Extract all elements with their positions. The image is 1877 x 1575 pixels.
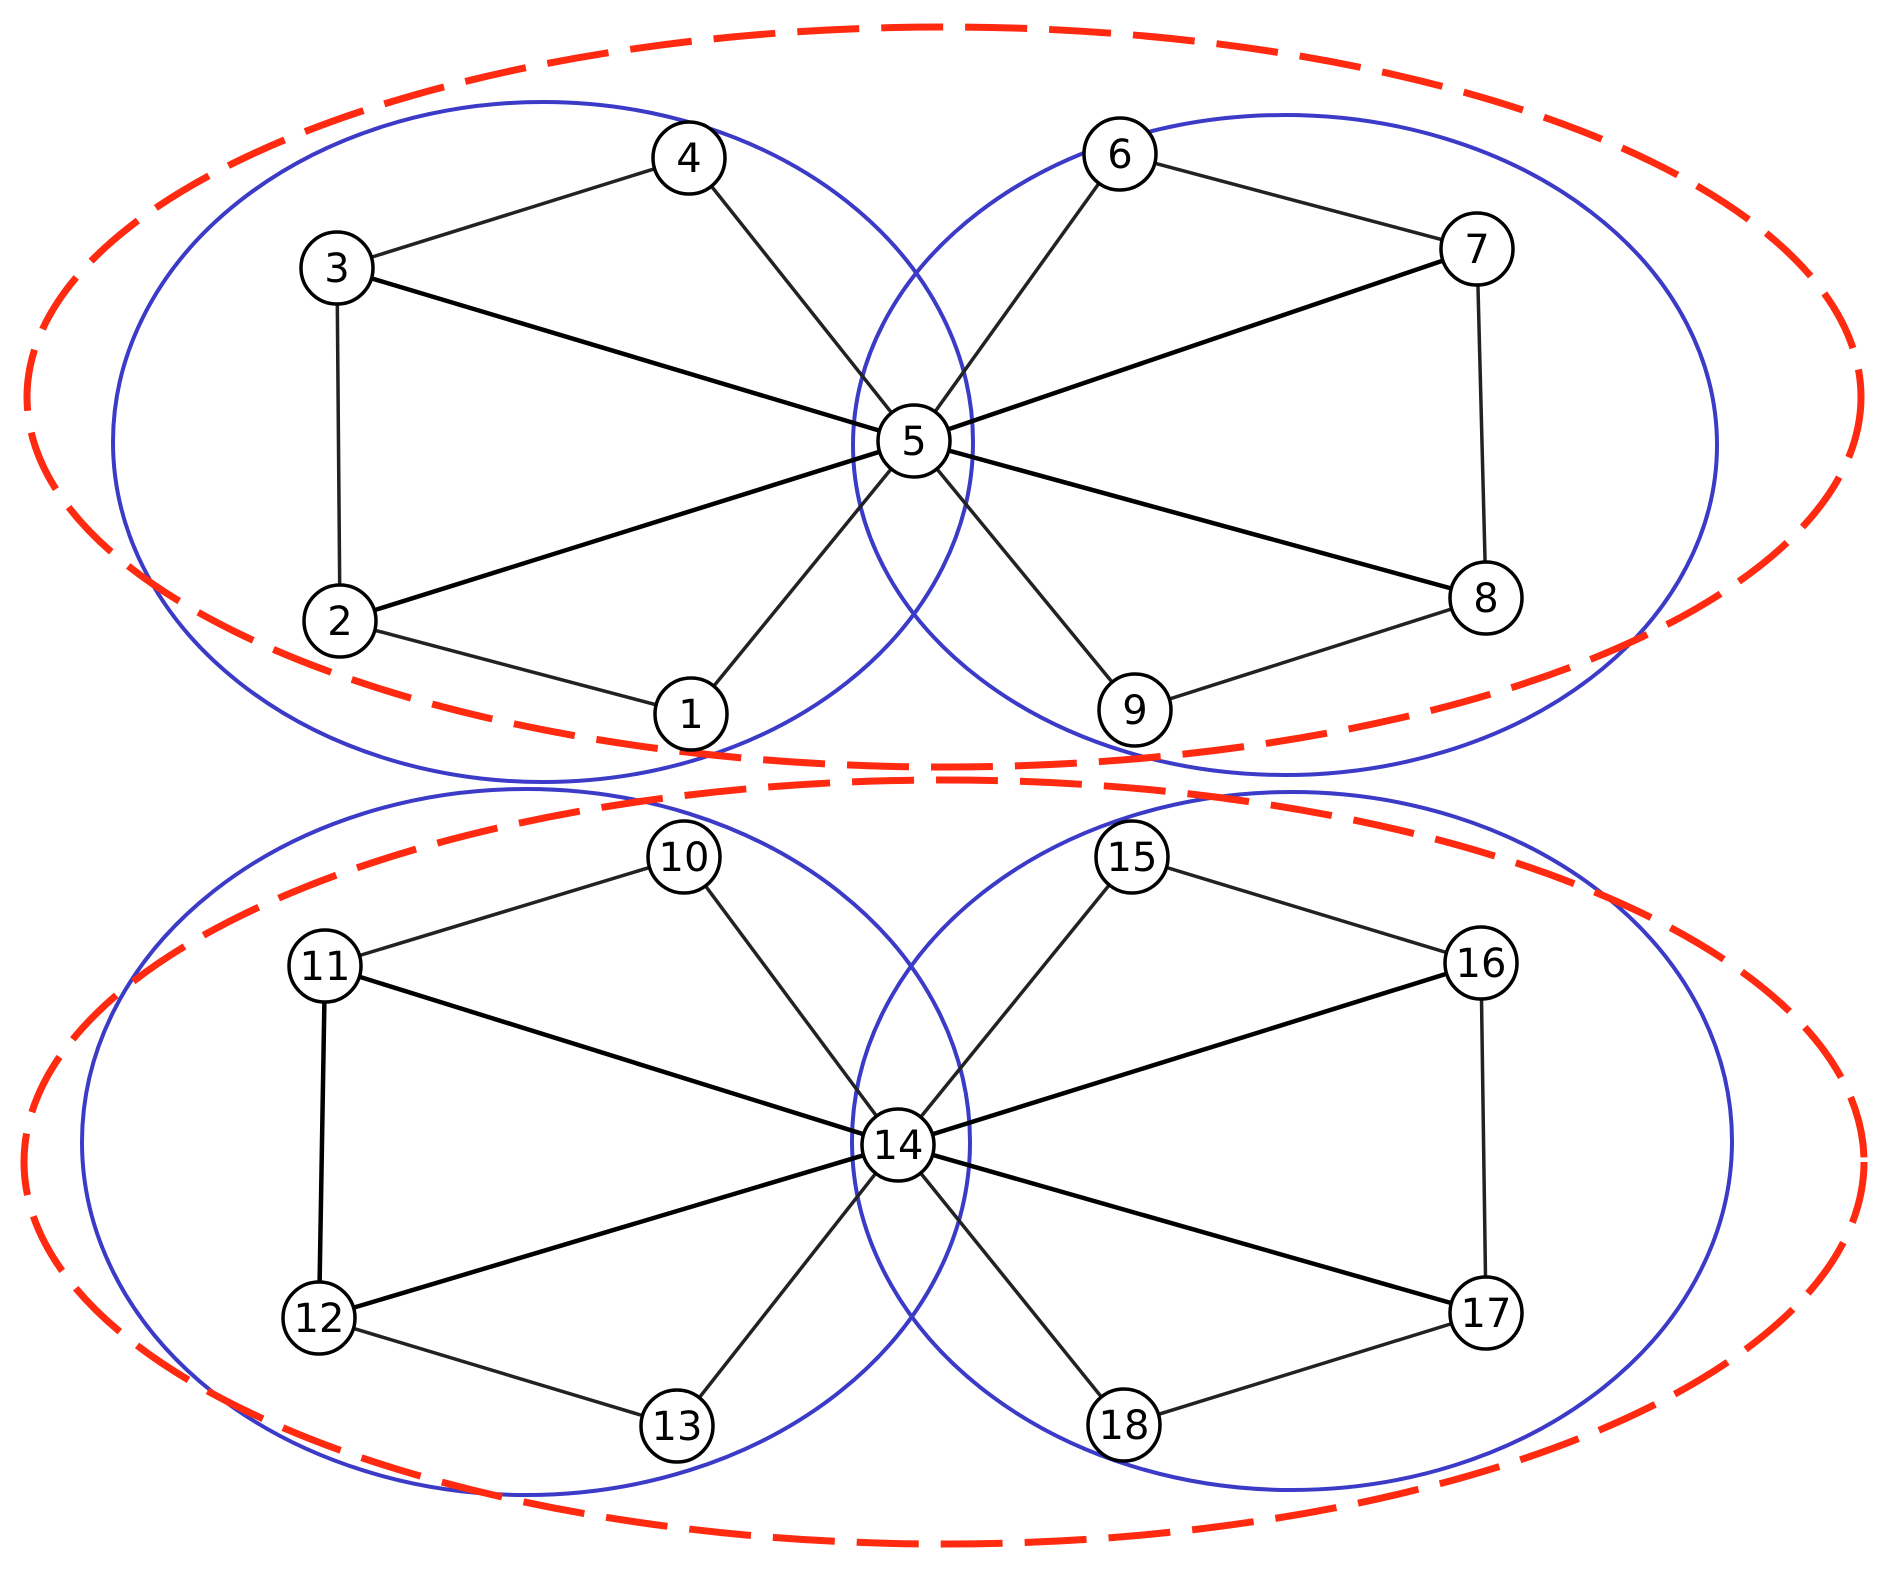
node-circle xyxy=(1439,211,1515,287)
edge-10-14 xyxy=(682,855,900,1147)
edge-8-9 xyxy=(1134,596,1487,712)
node-label: 8 xyxy=(1473,576,1498,622)
node-3: 3 xyxy=(299,230,375,306)
node-4: 4 xyxy=(651,120,727,196)
node-9: 9 xyxy=(1097,672,1173,748)
node-circle xyxy=(646,819,722,895)
edge-17-18 xyxy=(1123,1311,1487,1427)
edge-11-10 xyxy=(324,855,685,968)
edge-8-5 xyxy=(913,438,1487,601)
node-label: 11 xyxy=(300,944,351,990)
edge-4-5 xyxy=(687,156,916,443)
edge-12-13 xyxy=(318,1316,678,1428)
node-6: 6 xyxy=(1082,116,1158,192)
edge-13-14 xyxy=(675,1143,900,1428)
edge-6-7 xyxy=(1119,152,1478,251)
edge-16-14 xyxy=(897,960,1482,1148)
node-label: 6 xyxy=(1107,132,1132,178)
edge-6-5 xyxy=(912,152,1122,443)
node-1: 1 xyxy=(653,676,729,752)
edge-layer xyxy=(316,152,1488,1428)
node-label: 3 xyxy=(324,246,349,292)
node-circle xyxy=(1094,819,1170,895)
edge-15-14 xyxy=(896,855,1134,1147)
node-8: 8 xyxy=(1448,560,1524,636)
cluster-bottom-left xyxy=(80,787,972,1497)
node-circle xyxy=(876,403,952,479)
edge-2-5 xyxy=(339,438,915,624)
node-label: 9 xyxy=(1122,688,1147,734)
edge-7-5 xyxy=(913,246,1478,444)
node-circle xyxy=(1097,672,1173,748)
node-circle xyxy=(302,583,378,659)
cluster-layer xyxy=(20,23,1868,1548)
node-5: 5 xyxy=(876,403,952,479)
node-7: 7 xyxy=(1439,211,1515,287)
node-2: 2 xyxy=(302,583,378,659)
node-label: 1 xyxy=(678,692,703,738)
node-label: 14 xyxy=(873,1123,924,1169)
cluster-bottom-right xyxy=(850,790,1734,1492)
node-label: 10 xyxy=(659,835,710,881)
node-circle xyxy=(1448,1275,1524,1351)
node-11: 11 xyxy=(287,928,363,1004)
node-circle xyxy=(1082,116,1158,192)
edge-18-14 xyxy=(896,1143,1126,1427)
node-circle xyxy=(299,230,375,306)
cluster-top-right xyxy=(851,113,1719,777)
node-17: 17 xyxy=(1448,1275,1524,1351)
node-circle xyxy=(651,120,727,196)
cluster-top-left xyxy=(111,100,975,784)
node-circle xyxy=(639,1388,715,1464)
node-13: 13 xyxy=(639,1388,715,1464)
edge-1-5 xyxy=(689,439,916,716)
edge-3-2 xyxy=(335,267,342,622)
edge-12-14 xyxy=(318,1142,899,1321)
node-circle xyxy=(287,928,363,1004)
node-14: 14 xyxy=(860,1107,936,1183)
edge-3-4 xyxy=(336,156,690,270)
node-label: 18 xyxy=(1099,1403,1150,1449)
cluster-top-outer xyxy=(23,23,1865,771)
edge-2-1 xyxy=(339,619,692,716)
node-label: 4 xyxy=(676,136,701,182)
edge-17-14 xyxy=(897,1142,1487,1316)
edge-15-16 xyxy=(1131,855,1482,965)
node-label: 17 xyxy=(1461,1291,1512,1337)
edge-3-5 xyxy=(336,265,915,444)
node-label: 2 xyxy=(327,599,352,645)
node-label: 16 xyxy=(1456,941,1507,987)
node-label: 12 xyxy=(294,1296,345,1342)
cluster-bottom-outer xyxy=(20,776,1868,1548)
node-circle xyxy=(1448,560,1524,636)
edge-11-14 xyxy=(324,963,899,1148)
node-label: 5 xyxy=(901,419,926,465)
node-circle xyxy=(281,1280,357,1356)
node-circle xyxy=(1086,1387,1162,1463)
node-16: 16 xyxy=(1443,925,1519,1001)
edge-11-12 xyxy=(316,965,328,1319)
node-15: 15 xyxy=(1094,819,1170,895)
node-label: 13 xyxy=(652,1404,703,1450)
node-circle xyxy=(653,676,729,752)
node-18: 18 xyxy=(1086,1387,1162,1463)
edge-9-5 xyxy=(912,439,1137,712)
node-10: 10 xyxy=(646,819,722,895)
node-label: 15 xyxy=(1107,835,1158,881)
node-circle xyxy=(860,1107,936,1183)
node-label: 7 xyxy=(1464,227,1489,273)
edge-16-17 xyxy=(1479,962,1488,1314)
edge-7-8 xyxy=(1475,248,1488,599)
node-circle xyxy=(1443,925,1519,1001)
node-12: 12 xyxy=(281,1280,357,1356)
